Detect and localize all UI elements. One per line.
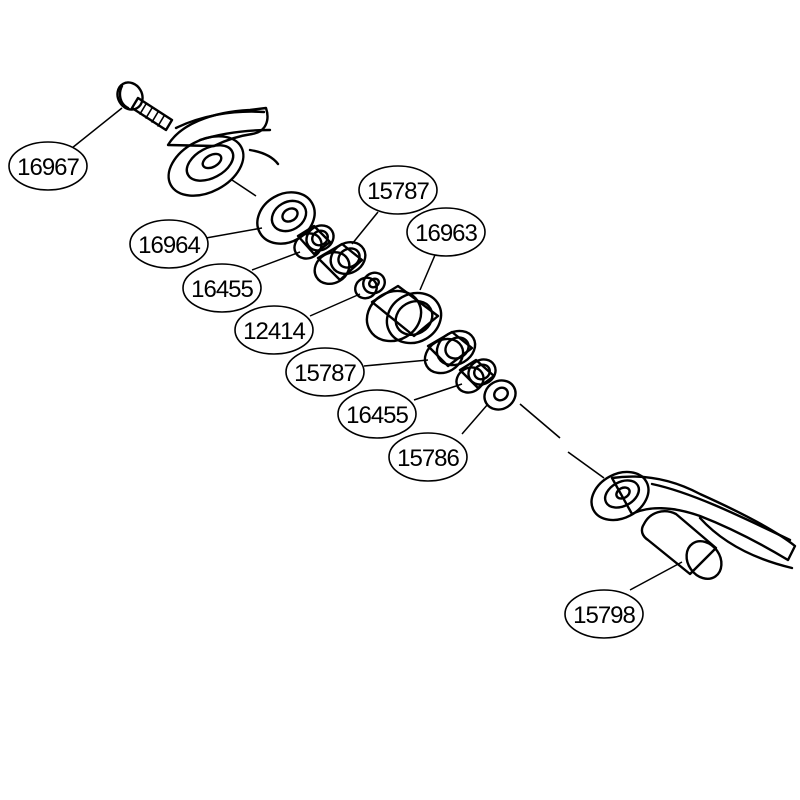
leader-12414: [309, 293, 361, 317]
callout-15787-lower: 15787: [285, 347, 365, 397]
assembly-axis: [231, 179, 605, 479]
callout-label: 15787: [294, 360, 356, 387]
leader-16967: [71, 107, 123, 149]
callout-label: 15787: [367, 178, 429, 205]
bushing-lower-part: [423, 329, 477, 375]
handle-knob-part: [640, 510, 723, 580]
callout-16963: 16963: [406, 207, 486, 257]
leader-15786: [461, 403, 489, 435]
callout-16455-upper: 16455: [182, 263, 262, 313]
bearing-lower-part: [455, 358, 497, 394]
leader-16455-lower: [413, 383, 463, 401]
callout-15786: 15786: [388, 432, 468, 482]
callout-label: 16964: [138, 232, 200, 259]
leader-16455-upper: [251, 251, 301, 271]
screw-part: [116, 81, 174, 132]
callout-label: 12414: [243, 318, 305, 345]
lower-handle-arm: [590, 470, 797, 570]
callout-15798: 15798: [564, 589, 644, 639]
center-collar-part: [365, 284, 443, 345]
callout-16455-lower: 16455: [337, 389, 417, 439]
callout-label: 16967: [17, 154, 79, 181]
small-spacer-part: [354, 271, 386, 300]
small-washer-part: [483, 379, 517, 411]
leader-15787-upper: [351, 211, 379, 245]
callout-15787-upper: 15787: [358, 165, 438, 215]
leader-15798: [629, 561, 683, 591]
callout-label: 16963: [415, 220, 477, 247]
leader-16964: [205, 227, 263, 239]
callout-16967: 16967: [8, 141, 88, 191]
bushing-upper-part: [313, 240, 367, 286]
callout-label: 16455: [191, 276, 253, 303]
callout-label: 15786: [397, 445, 459, 472]
bearing-upper-part: [293, 224, 335, 260]
callout-label: 16455: [346, 402, 408, 429]
upper-handle-arm: [166, 106, 280, 197]
leader-lines: [71, 107, 683, 591]
callout-label: 15798: [573, 602, 635, 629]
leader-15787-lower: [363, 359, 429, 367]
callout-16964: 16964: [129, 219, 209, 269]
callout-12414: 12414: [234, 305, 314, 355]
